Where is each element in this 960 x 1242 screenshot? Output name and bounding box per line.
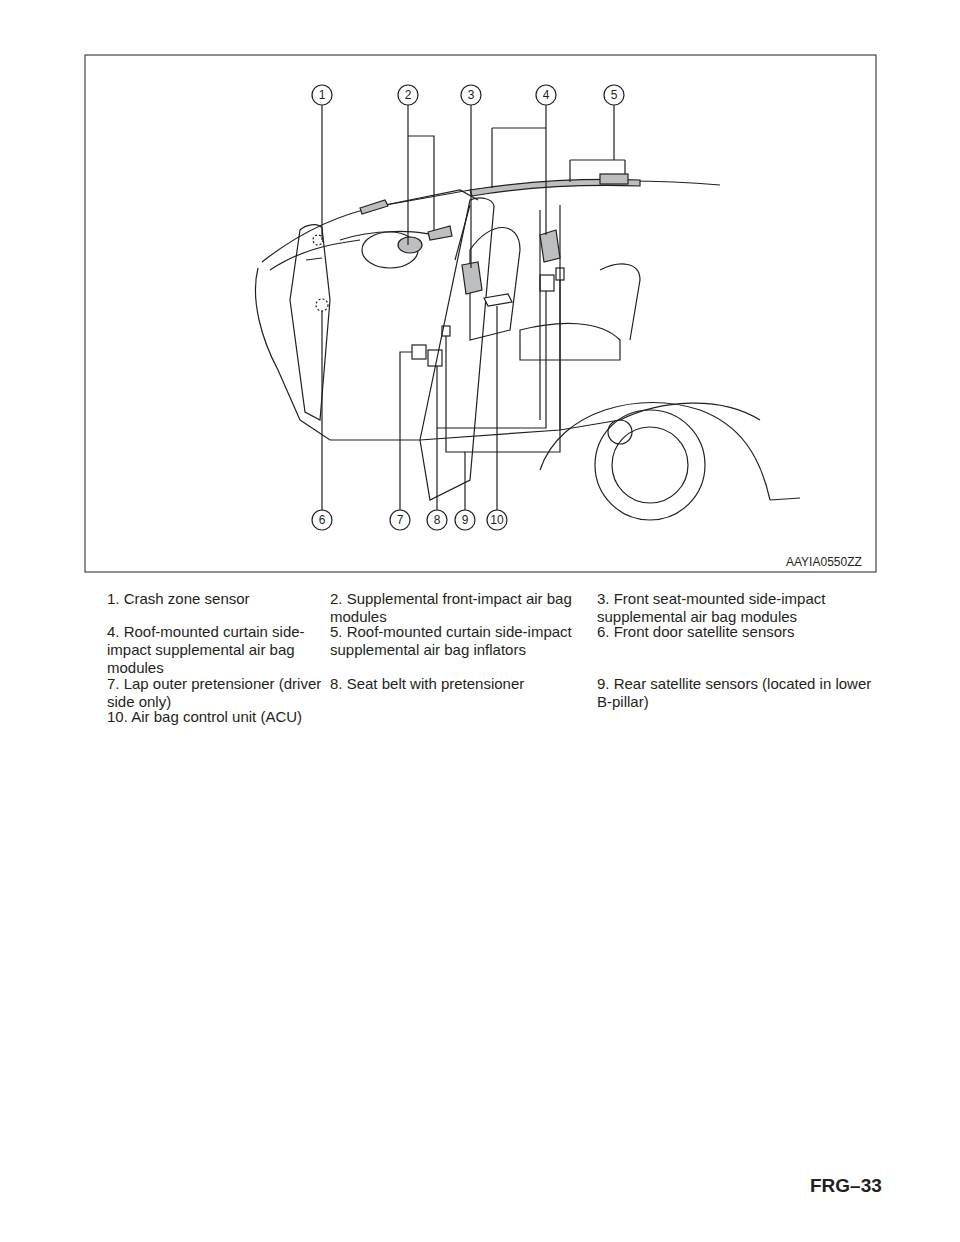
callout-number: 6 [312, 510, 332, 530]
page-number: FRG–33 [810, 1175, 882, 1197]
legend-item: 9. Rear satellite sensors (located in lo… [597, 675, 872, 711]
legend-item: 5. Roof-mounted curtain side-impact supp… [330, 623, 575, 659]
callout-number: 7 [390, 510, 410, 530]
legend-item: 3. Front seat-mounted side-impact supple… [597, 590, 872, 626]
callout-number: 10 [487, 510, 507, 530]
legend-item: 2. Supplemental front-impact air bag mod… [330, 590, 575, 626]
callout-number: 4 [536, 85, 556, 105]
legend-item: 6. Front door satellite sensors [597, 623, 872, 641]
legend-item: 8. Seat belt with pretensioner [330, 675, 575, 693]
callout-number: 9 [455, 510, 475, 530]
figure-code: AAYIA0550ZZ [786, 555, 862, 569]
legend-item: 7. Lap outer pretensioner (driver side o… [107, 675, 327, 711]
callout-number: 2 [398, 85, 418, 105]
legend-item: 10. Air bag control unit (ACU) [107, 708, 327, 726]
callout-number: 1 [312, 85, 332, 105]
callout-number: 8 [427, 510, 447, 530]
legend-item: 4. Roof-mounted curtain side-impact supp… [107, 623, 327, 677]
callout-number: 5 [604, 85, 624, 105]
callout-number: 3 [461, 85, 481, 105]
legend-item: 1. Crash zone sensor [107, 590, 327, 608]
